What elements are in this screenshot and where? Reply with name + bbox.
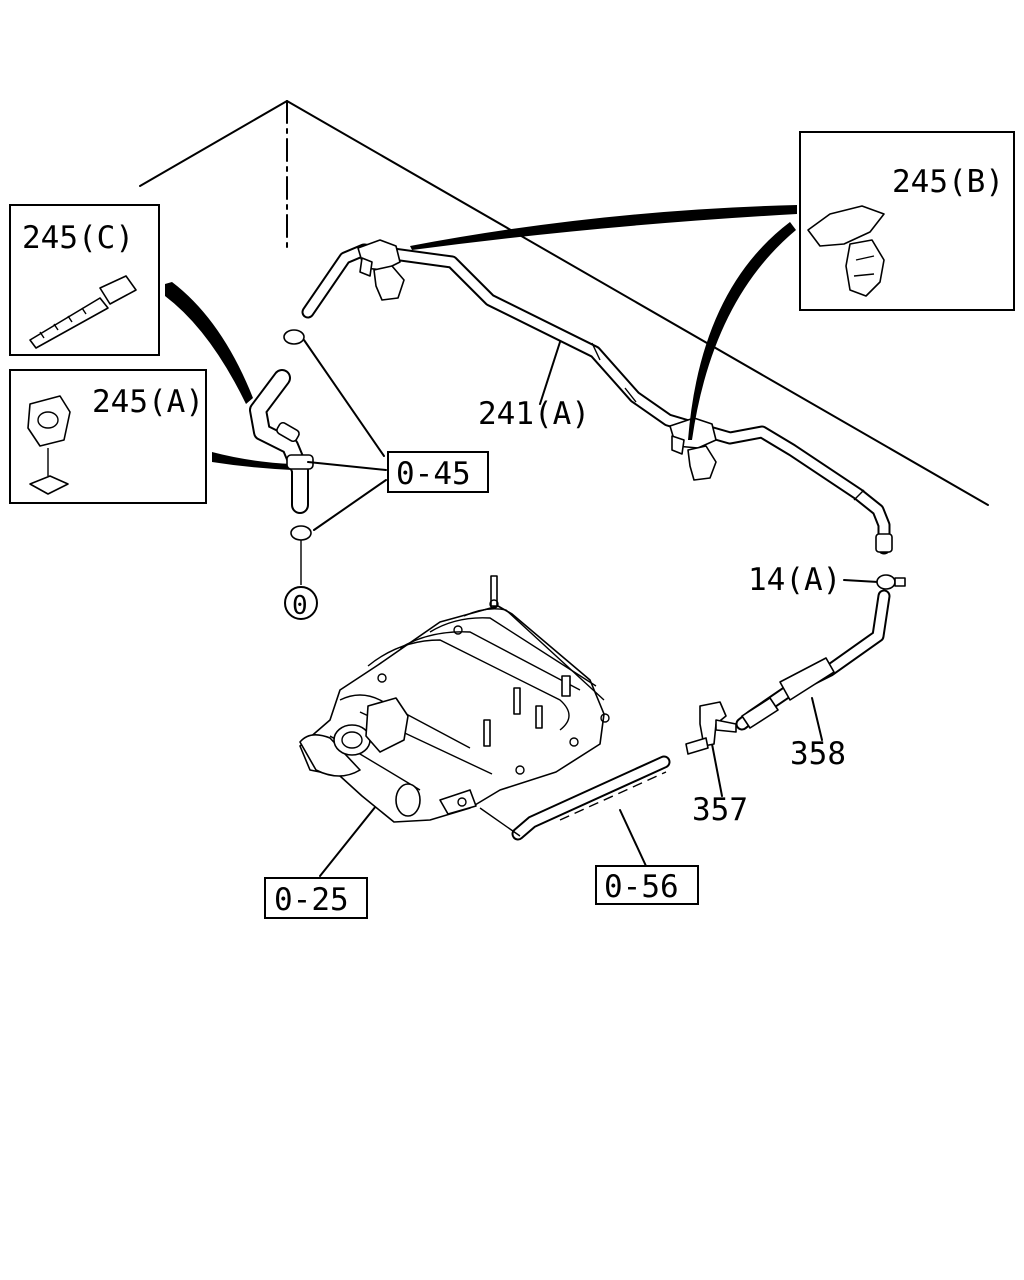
hose-056 [479,755,671,841]
callout-358: 358 [790,736,846,772]
left-elbow-hose [249,329,314,585]
detail-pointers [165,205,797,470]
ref-045-label: 0-45 [396,456,471,492]
reference-frame [139,100,989,506]
callout-245b: 245(B) [892,164,1004,200]
callout-245a: 245(A) [92,384,204,420]
lower-hose-358 [735,589,891,731]
detail-box-245b: 245(B) [799,131,1015,311]
callout-245c: 245(C) [22,220,134,256]
hose-clamp-14a [876,574,906,590]
circle-ref-0-label: 0 [292,591,308,621]
callout-357: 357 [692,792,748,828]
ref-056-label: 0-56 [604,869,679,905]
detail-box-245a: 245(A) [9,369,207,504]
detail-box-245c: 245(C) [9,204,160,356]
callout-14a: 14(A) [748,562,841,598]
connector-357 [685,701,737,755]
callout-241a: 241(A) [478,396,590,432]
circle-ref-0: 0 [284,586,318,621]
ref-box-045: 0-45 [387,451,489,493]
ref-box-056: 0-56 [595,865,699,905]
intake-manifold [299,575,610,823]
hose-clip-upper [357,239,405,301]
ref-025-label: 0-25 [274,882,349,918]
hose-clip-lower [669,417,717,481]
manifold-studs [377,575,610,807]
ref-box-025: 0-25 [264,877,368,919]
